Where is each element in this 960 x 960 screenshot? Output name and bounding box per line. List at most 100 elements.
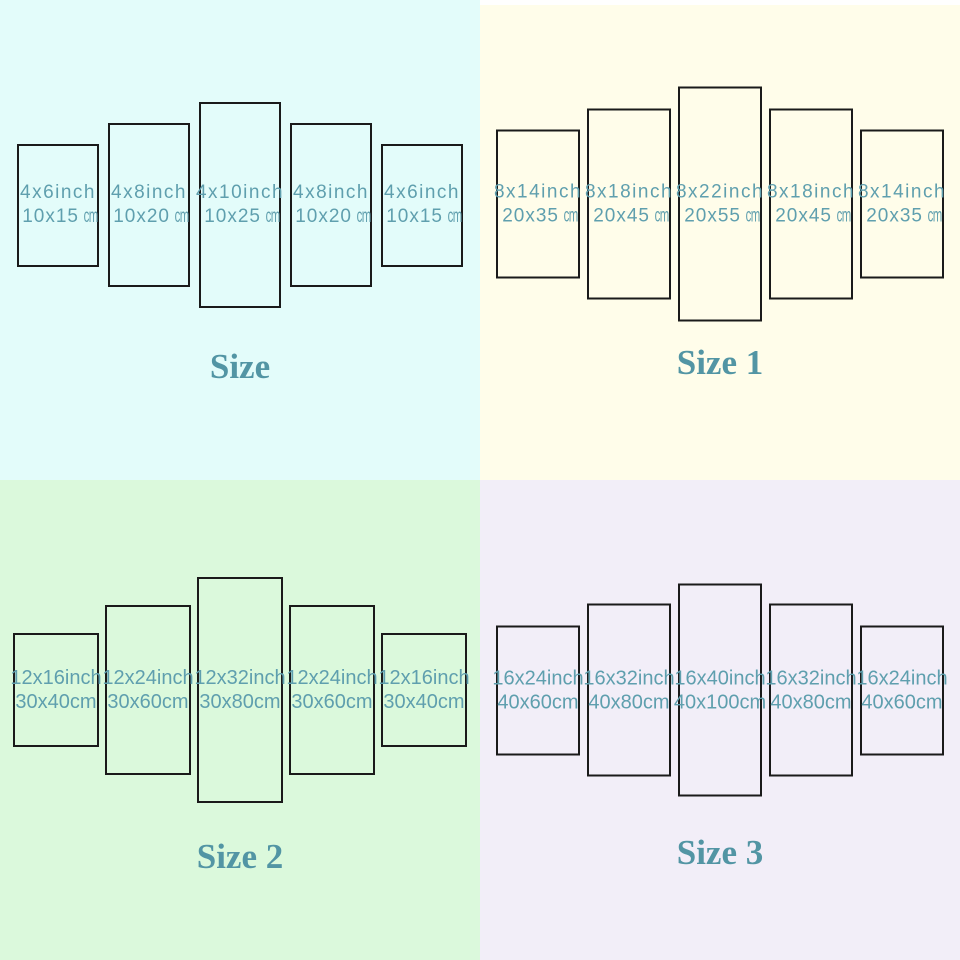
canvas-panel: 16x24inch 40x60cm [492, 625, 584, 755]
panel-size-metric: 30x40cm [10, 690, 101, 714]
panel-size-label: 16x32inch 40x80cm [583, 666, 674, 714]
metric-value: 40x80 [770, 691, 825, 713]
quadrant-size-2: 12x16inch 30x40cm 12x24inch 30x60cm 12x3… [0, 480, 480, 960]
metric-value: 40x80 [588, 691, 643, 713]
canvas-panel: 12x32inch 30x80cm [194, 577, 286, 803]
panel-size-inches: 16x24inch [492, 667, 584, 689]
panel-size-inches: 16x40inch [674, 667, 766, 689]
metric-value: 10x20 [113, 206, 170, 227]
white-strip [480, 0, 960, 5]
canvas-panel: 12x16inch 30x40cm [378, 633, 470, 747]
panel-size-label: 12x16inch 30x40cm [10, 666, 101, 714]
metric-value: 40x60 [497, 691, 552, 713]
metric-unit: cm [447, 206, 463, 227]
panel-size-metric: 40x60cm [492, 690, 583, 714]
canvas-panel: 16x32inch 40x80cm [583, 603, 675, 777]
metric-value: 20x35 [502, 205, 559, 226]
quadrant-title: Size 1 [676, 343, 764, 382]
canvas-panel: 16x24inch 40x60cm [856, 625, 948, 755]
metric-value: 30x40 [383, 691, 438, 713]
panel-size-inches: 8x14inch [493, 181, 583, 202]
panel-size-inches: 16x24inch [856, 667, 948, 689]
metric-value: 20x55 [684, 205, 741, 226]
metric-unit: cm [253, 691, 281, 713]
panel-size-label: 16x24inch 40x60cm [856, 666, 947, 714]
panel-size-inches: 4x6inch [20, 182, 96, 203]
metric-value: 30x80 [199, 691, 254, 713]
panel-size-label: 12x24inch 30x60cm [286, 666, 377, 714]
panel-size-label: 16x40inch 40x100cm [674, 666, 766, 714]
panel-size-inches: 4x6inch [384, 182, 460, 203]
panel-size-label: 12x16inch 30x40cm [378, 666, 469, 714]
metric-unit: cm [824, 691, 852, 713]
metric-unit: cm [927, 205, 943, 226]
metric-unit: cm [69, 691, 97, 713]
metric-unit: cm [654, 205, 670, 226]
quadrant-title: Size 3 [676, 833, 764, 872]
metric-value: 40x60 [861, 691, 916, 713]
canvas-panel: 12x24inch 30x60cm [286, 605, 378, 775]
panel-size-label: 16x24inch 40x60cm [492, 666, 583, 714]
panel-size-inches: 8x22inch [675, 181, 765, 202]
metric-unit: cm [83, 206, 99, 227]
metric-value: 20x45 [775, 205, 832, 226]
panel-size-metric: 30x60cm [102, 690, 193, 714]
metric-value: 20x45 [593, 205, 650, 226]
metric-unit: cm [915, 691, 943, 713]
panel-size-inches: 12x24inch [286, 667, 378, 689]
canvas-panel: 16x40inch 40x100cm [674, 583, 766, 797]
metric-value: 10x15 [386, 206, 443, 227]
quadrant-title: Size 2 [196, 837, 284, 876]
panel-size-inches: 12x32inch [194, 667, 286, 689]
metric-value: 20x35 [866, 205, 923, 226]
metric-unit: cm [265, 206, 281, 227]
metric-value: 40x100 [673, 691, 740, 713]
canvas-panel: 12x16inch 30x40cm [10, 633, 102, 747]
panel-size-inches: 12x24inch [102, 667, 194, 689]
metric-value: 10x15 [22, 206, 79, 227]
canvas-panel: 16x32inch 40x80cm [765, 603, 857, 777]
quadrant-title: Size [209, 347, 271, 386]
metric-value: 10x20 [295, 206, 352, 227]
metric-value: 30x40 [15, 691, 70, 713]
metric-value: 30x60 [107, 691, 162, 713]
metric-value: 10x25 [204, 206, 261, 227]
panel-size-metric: 30x60cm [286, 690, 377, 714]
panel-size-inches: 8x18inch [766, 181, 856, 202]
panel-size-metric: 30x80cm [194, 690, 285, 714]
panel-size-label: 12x24inch 30x60cm [102, 666, 193, 714]
panel-size-label: 12x32inch 30x80cm [194, 666, 285, 714]
metric-value: 30x60 [291, 691, 346, 713]
panel-size-metric: 40x80cm [765, 690, 856, 714]
metric-unit: cm [356, 206, 372, 227]
